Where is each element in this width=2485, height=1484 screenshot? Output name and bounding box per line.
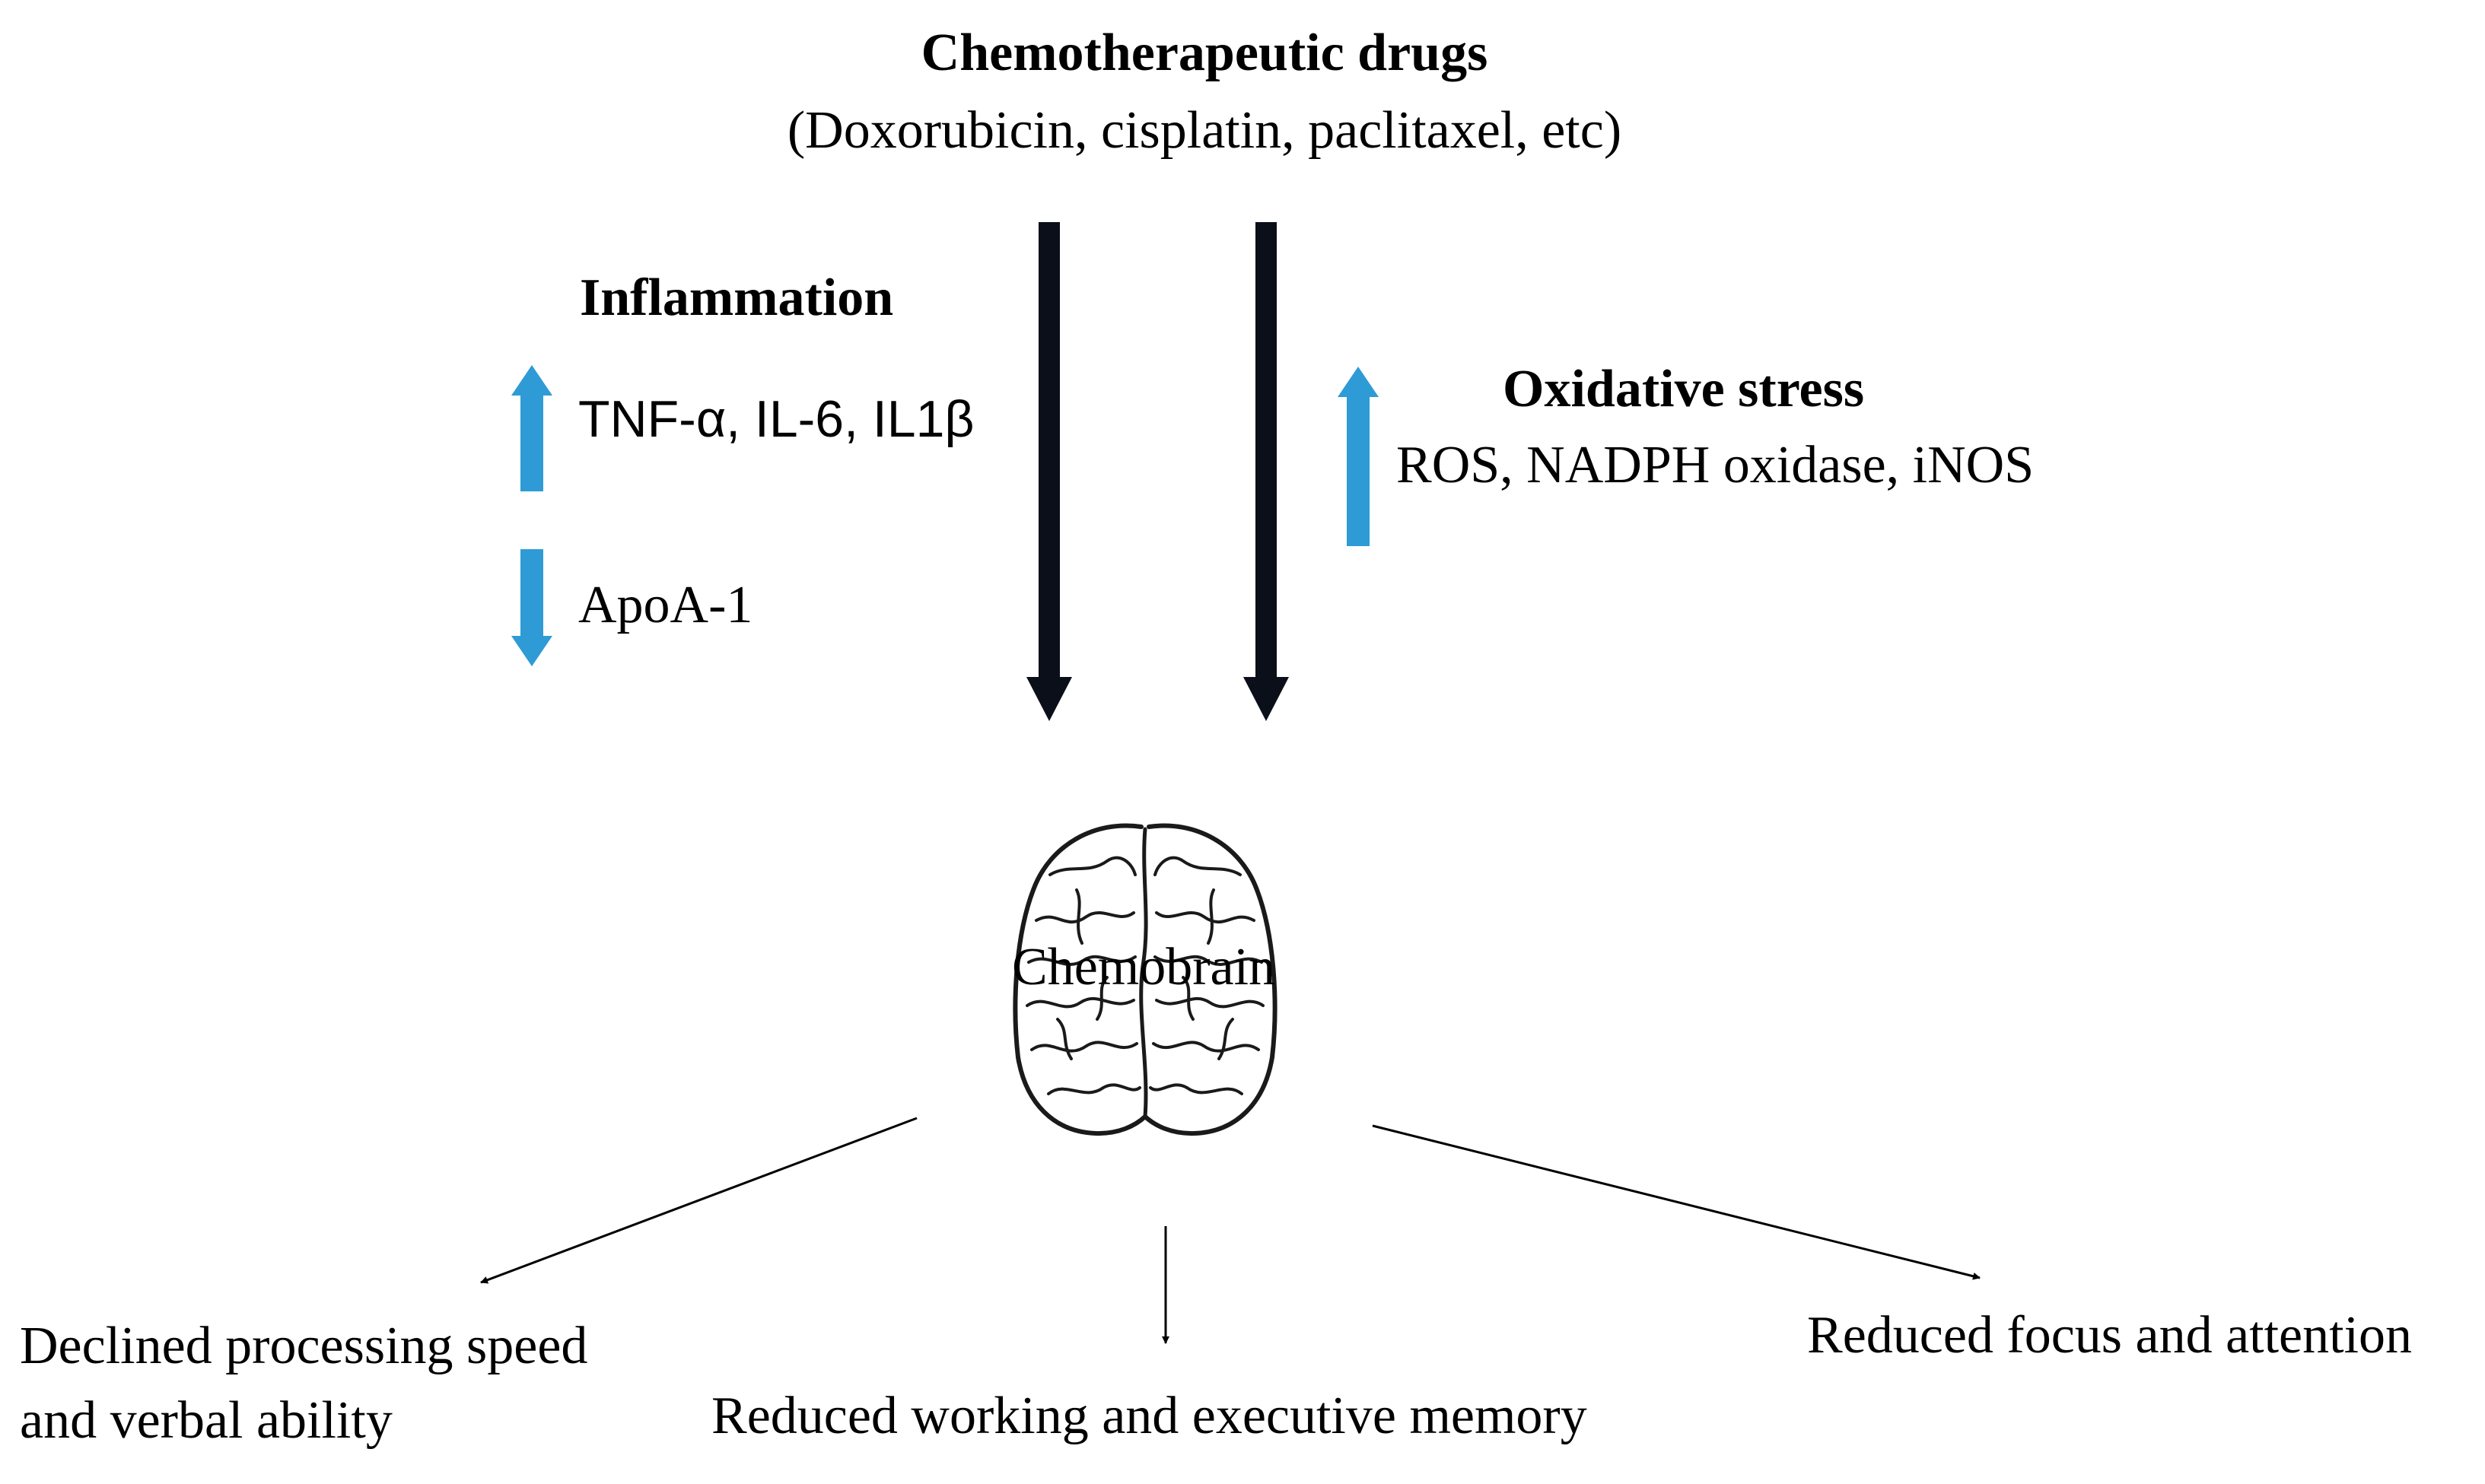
down-arrow-icon bbox=[511, 549, 552, 666]
inflammation-upregulated-markers: TNF-α, IL-6, IL1β bbox=[578, 390, 975, 448]
oxidative-stress-heading: Oxidative stress bbox=[1503, 360, 1865, 418]
outcome-arrow-left bbox=[480, 1117, 918, 1284]
oxidative-stress-markers: ROS, NADPH oxidase, iNOS bbox=[1396, 436, 2035, 494]
chemobrain-label: Chemobrain bbox=[1012, 938, 1276, 996]
diagram-title: Chemotherapeutic drugs bbox=[921, 24, 1488, 82]
main-arrow-left bbox=[1026, 222, 1072, 721]
outcome-left-line-1: Declined processing speed bbox=[20, 1317, 588, 1375]
inflammation-heading: Inflammation bbox=[580, 269, 894, 327]
outcome-arrow-right bbox=[1372, 1124, 1981, 1280]
up-arrow-icon bbox=[1338, 367, 1379, 546]
outcome-middle: Reduced working and executive memory bbox=[711, 1387, 1587, 1445]
up-arrow-icon bbox=[511, 365, 552, 491]
inflammation-downregulated-marker: ApoA-1 bbox=[578, 576, 753, 634]
outcome-right: Reduced focus and attention bbox=[1807, 1306, 2413, 1365]
main-arrow-right bbox=[1243, 222, 1289, 721]
brain-icon bbox=[1013, 823, 1278, 1136]
outcome-left-line-2: and verbal ability bbox=[20, 1391, 393, 1450]
diagram-subtitle: (Doxorubicin, cisplatin, paclitaxel, etc… bbox=[787, 101, 1622, 160]
